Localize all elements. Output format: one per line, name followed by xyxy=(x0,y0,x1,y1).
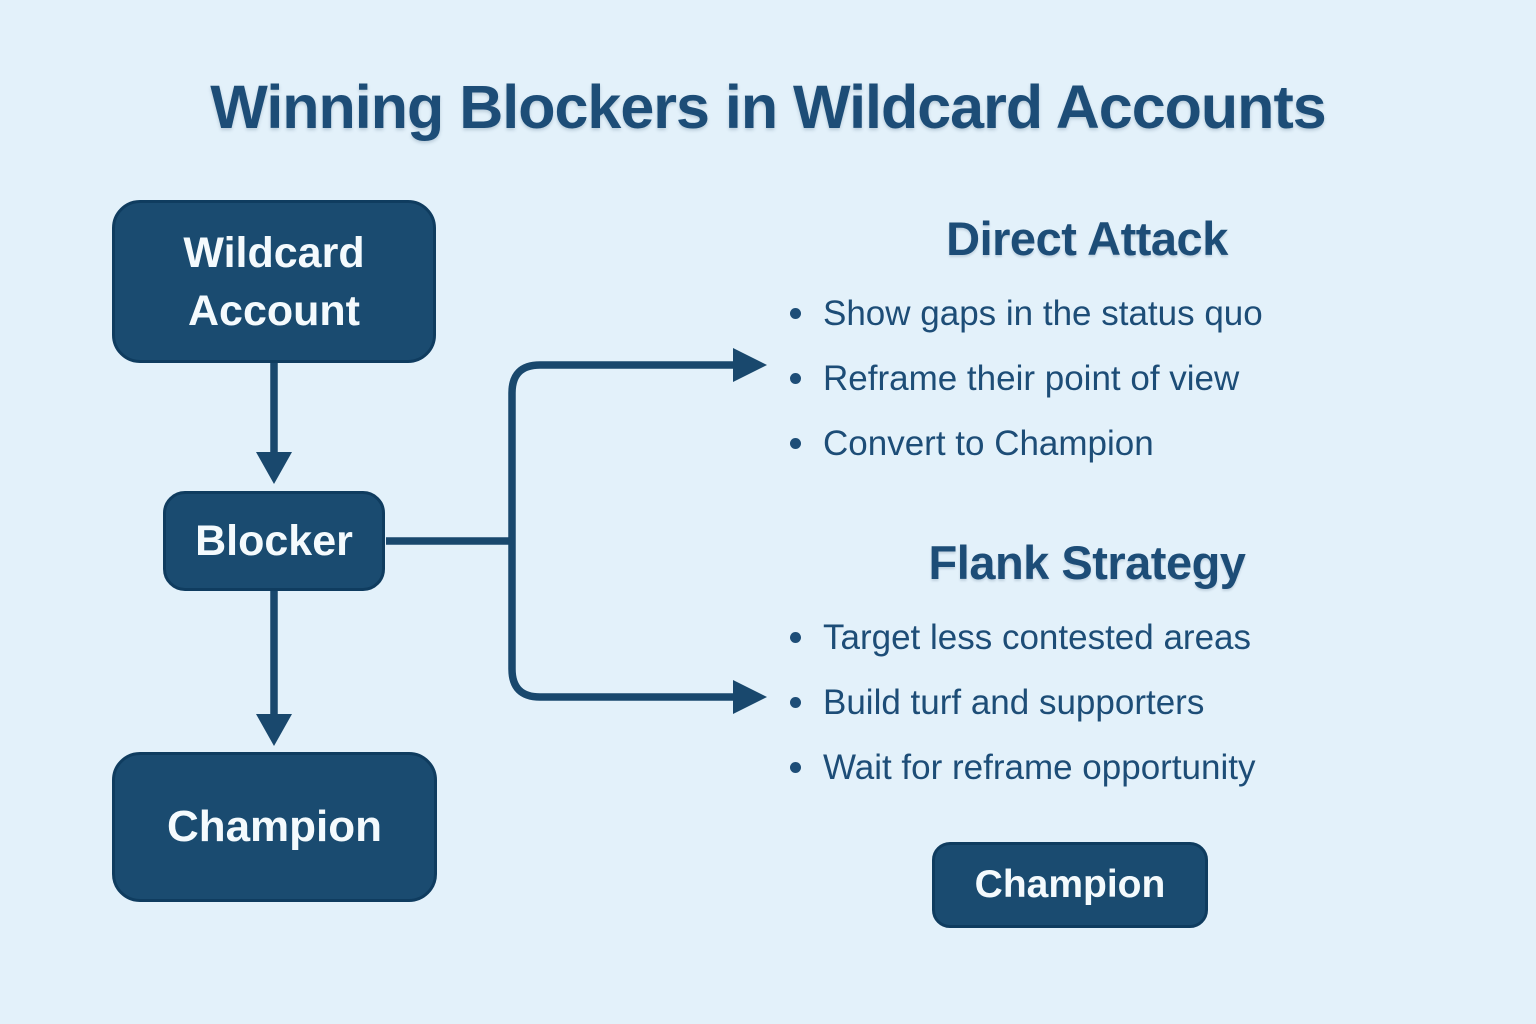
node-blocker: Blocker xyxy=(163,491,385,591)
bullet-text: Build turf and supporters xyxy=(823,682,1205,722)
bullet-text: Wait for reframe opportunity xyxy=(823,747,1256,787)
node-wildcard-account: Wildcard Account xyxy=(112,200,436,363)
bullet-text: Convert to Champion xyxy=(823,423,1154,463)
list-item: Reframe their point of view xyxy=(772,346,1402,411)
direct-attack-heading: Direct Attack xyxy=(946,212,1228,265)
bullet-dot-icon xyxy=(790,632,801,643)
node-blocker-label: Blocker xyxy=(195,516,353,565)
bullet-dot-icon xyxy=(790,373,801,384)
arrow-blocker-to-champion xyxy=(256,591,292,746)
node-champion-label: Champion xyxy=(166,802,383,851)
direct-attack-bullet-list: Show gaps in the status quo Reframe thei… xyxy=(772,281,1402,476)
bullet-dot-icon xyxy=(790,308,801,319)
section-direct-attack: Direct Attack Show gaps in the status qu… xyxy=(772,211,1402,476)
flank-strategy-heading: Flank Strategy xyxy=(928,536,1246,589)
arrow-blocker-to-flank-strategy xyxy=(508,541,767,714)
list-item: Target less contested areas xyxy=(772,605,1402,670)
bullet-dot-icon xyxy=(790,697,801,708)
list-item: Build turf and supporters xyxy=(772,670,1402,735)
list-item: Convert to Champion xyxy=(772,411,1402,476)
node-wildcard-account-label: Wildcard Account xyxy=(183,228,365,335)
arrow-blocker-to-direct-attack xyxy=(386,348,767,545)
flank-strategy-bullet-list: Target less contested areas Build turf a… xyxy=(772,605,1402,800)
section-flank-strategy: Flank Strategy Target less contested are… xyxy=(772,535,1402,800)
champion-badge: Champion xyxy=(932,842,1208,928)
bullet-text: Target less contested areas xyxy=(823,617,1252,657)
node-champion: Champion xyxy=(112,752,437,902)
page-title: Winning Blockers in Wildcard Accounts xyxy=(210,73,1326,141)
champion-badge-label: Champion xyxy=(974,863,1166,906)
bullet-dot-icon xyxy=(790,762,801,773)
list-item: Wait for reframe opportunity xyxy=(772,735,1402,800)
bullet-text: Show gaps in the status quo xyxy=(823,293,1263,333)
bullet-text: Reframe their point of view xyxy=(823,358,1240,398)
list-item: Show gaps in the status quo xyxy=(772,281,1402,346)
arrow-wildcard-to-blocker xyxy=(256,363,292,484)
bullet-dot-icon xyxy=(790,438,801,449)
